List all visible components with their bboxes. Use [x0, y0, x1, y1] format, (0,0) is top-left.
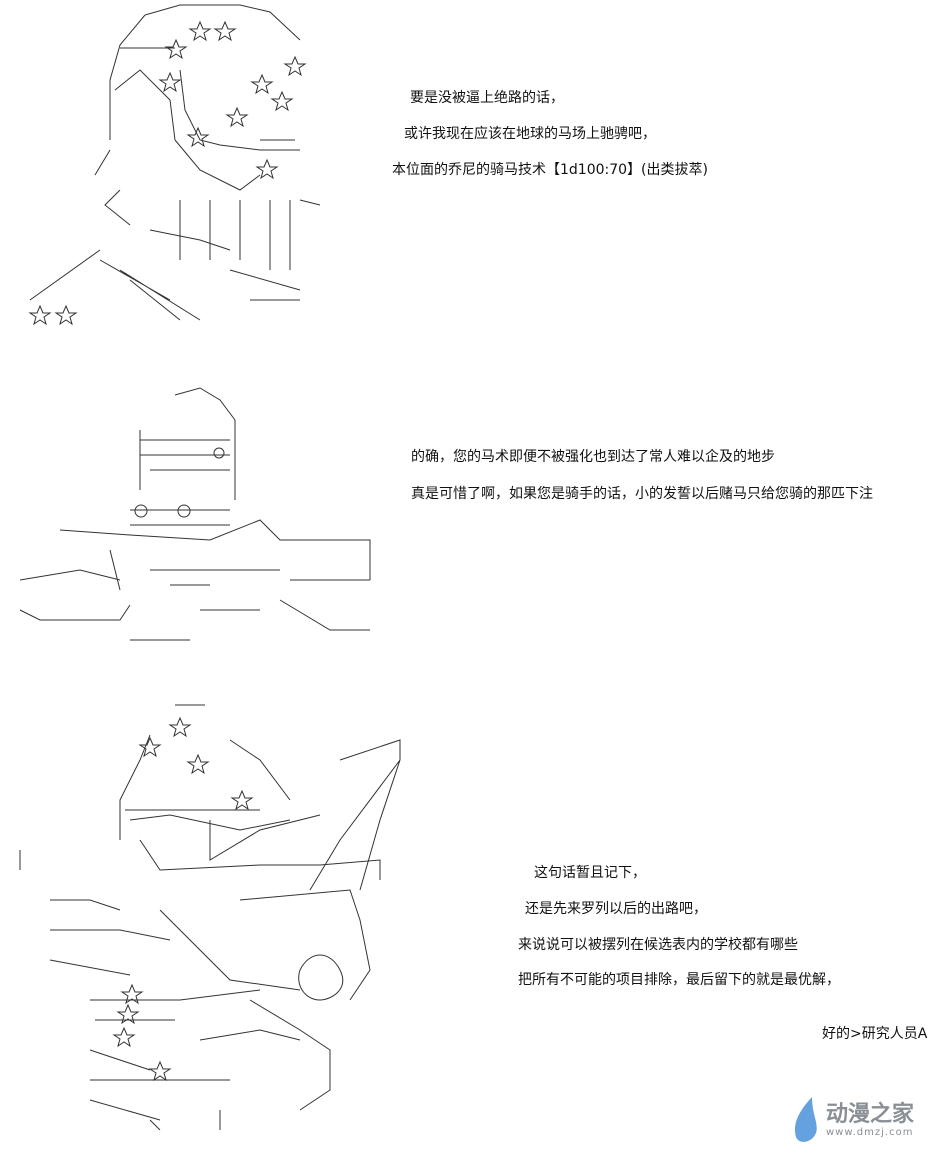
panel-1-line-3: 本位面的乔尼的骑马技术【1d100:70】(出类拔萃) — [392, 162, 708, 178]
panel-3-line-4: 把所有不可能的项目排除，最后留下的就是最优解， — [518, 972, 840, 988]
ascii-art-jockey-portrait — [0, 0, 380, 330]
watermark: 动漫之家 www.dmzj.com — [790, 1095, 914, 1145]
panel-1-line-1: 要是没被逼上绝路的话， — [410, 90, 564, 106]
panel-2-line-2: 真是可惜了啊，如果您是骑手的话，小的发誓以后赌马只给您骑的那匹下注 — [411, 486, 873, 502]
panel-3-line-3: 来说说可以被摆列在候选表内的学校都有哪些 — [518, 937, 798, 953]
ascii-art-merchant-figure — [0, 380, 390, 660]
watermark-url: www.dmzj.com — [826, 1126, 914, 1138]
dmzj-logo-icon — [794, 1097, 817, 1142]
signature: 好的>研究人员A — [822, 1026, 928, 1042]
panel-1-line-2: 或许我现在应该在地球的马场上驰骋吧， — [404, 126, 656, 142]
ascii-art-scientist-figure — [0, 700, 410, 1140]
watermark-name: 动漫之家 — [826, 1101, 915, 1127]
panel-2-line-1: 的确，您的马术即便不被强化也到达了常人难以企及的地步 — [411, 449, 775, 465]
panel-3-line-1: 这句话暂且记下， — [534, 865, 646, 881]
panel-3-line-2: 还是先来罗列以后的出路吧， — [525, 901, 707, 917]
